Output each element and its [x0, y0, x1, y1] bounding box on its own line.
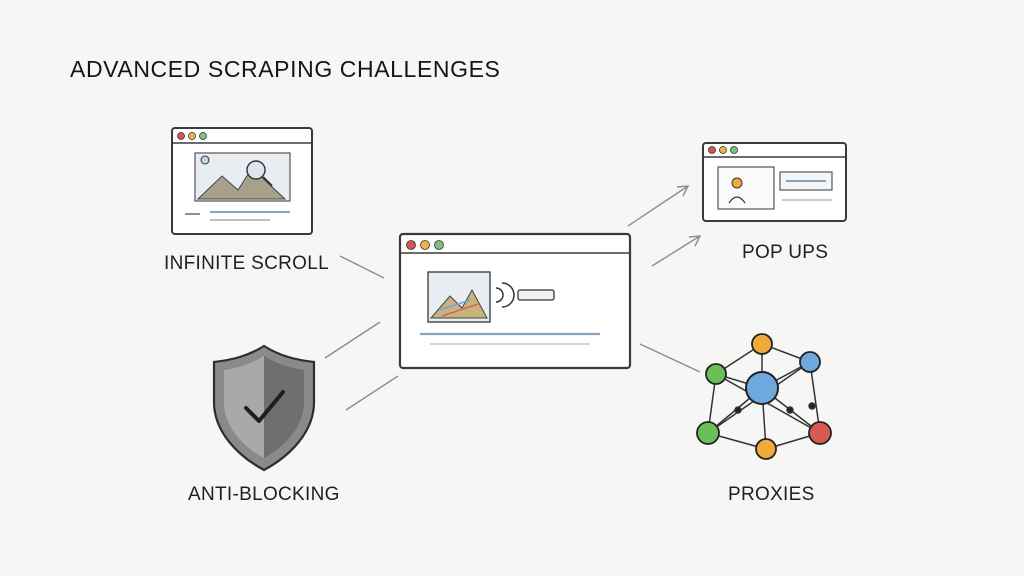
- arrow-icon: [345, 375, 399, 411]
- arrow-icon: [339, 255, 385, 279]
- arrow-icon: [324, 321, 381, 359]
- diagram-title: ADVANCED SCRAPING CHALLENGES: [70, 56, 501, 82]
- infinite-scroll-window-icon: [171, 127, 313, 235]
- arrow-icon: [627, 185, 690, 227]
- connector-arrows: [324, 185, 702, 411]
- pop-ups-window-icon: [702, 142, 847, 222]
- label-infinite-scroll: INFINITE SCROLL: [164, 253, 329, 274]
- central-browser-window-icon: [398, 232, 632, 370]
- label-anti-blocking: ANTI-BLOCKING: [188, 484, 340, 505]
- label-proxies: PROXIES: [728, 484, 815, 505]
- label-pop-ups: POP UPS: [742, 242, 829, 263]
- network-graph-icon: [696, 333, 832, 460]
- arrow-icon: [639, 343, 701, 373]
- arrow-icon: [651, 235, 702, 267]
- shield-check-icon: [212, 344, 316, 472]
